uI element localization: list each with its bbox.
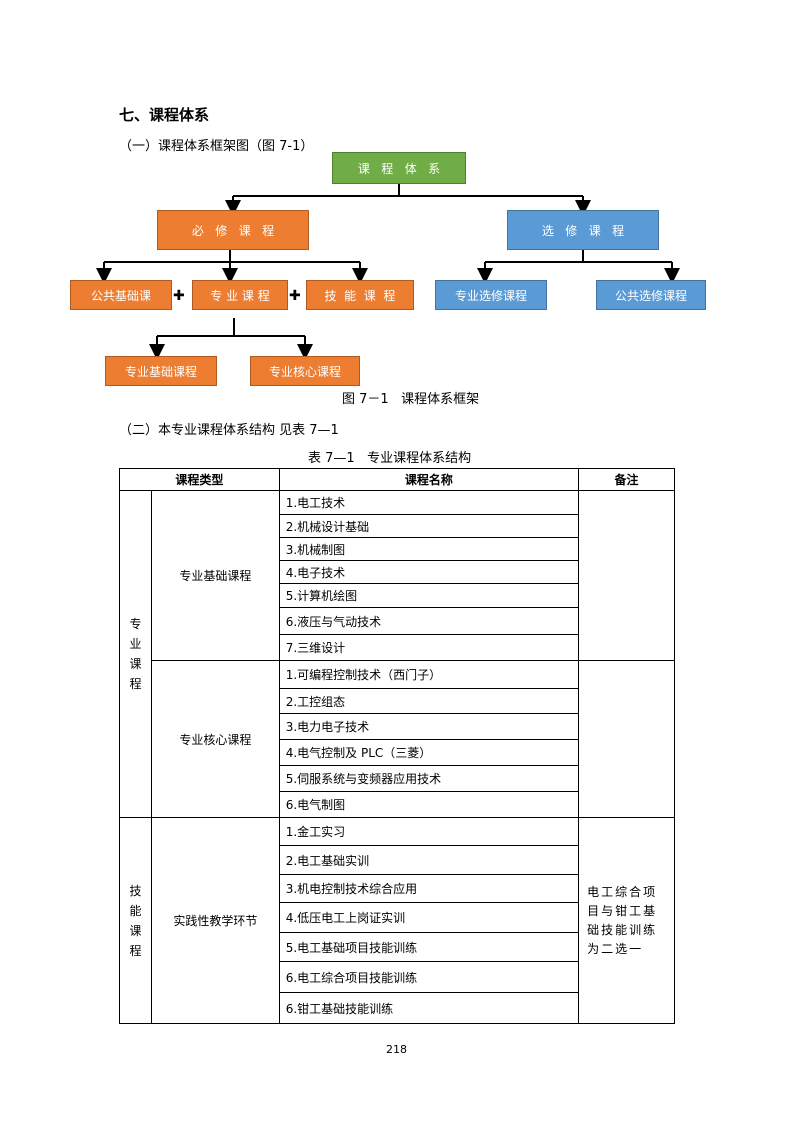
course-name: 5.伺服系统与变频器应用技术 — [278, 765, 580, 792]
table-header-row: 课程类型 课程名称 备注 — [119, 468, 675, 491]
header-remarks: 备注 — [578, 468, 675, 491]
node-public-basic: 公共基础课 — [70, 280, 172, 310]
course-name: 2.工控组态 — [278, 688, 580, 714]
node-elective-courses: 选 修 课 程 — [507, 210, 659, 250]
node-skill-courses: 技 能 课 程 — [306, 280, 414, 310]
subgroup-cell: 实践性教学环节 — [150, 817, 280, 1024]
course-name: 1.电工技术 — [278, 490, 580, 515]
node-major-courses: 专 业 课 程 — [192, 280, 288, 310]
subgroup-cell: 专业核心课程 — [150, 660, 280, 818]
table-caption: 表 7—1 专业课程体系结构 — [308, 451, 472, 466]
table-row: 7.三维设计 — [120, 634, 675, 661]
table-row: 5.伺服系统与变频器应用技术 — [120, 765, 675, 792]
course-name: 7.三维设计 — [278, 634, 580, 661]
subgroup-cell: 专业基础课程 — [150, 490, 280, 661]
category-label: 技能课程 — [129, 883, 142, 958]
course-name: 1.金工实习 — [278, 817, 580, 846]
node-major-core: 专业核心课程 — [250, 356, 360, 386]
curriculum-structure-table: 课程类型 课程名称 备注 专业课程 专业基础课程 1.电工技术 2.机械设计基础… — [119, 468, 675, 1024]
course-name: 2.电工基础实训 — [278, 845, 580, 875]
table-row: 专业核心课程 1.可编程控制技术（西门子） — [120, 660, 675, 818]
course-name: 4.低压电工上岗证实训 — [278, 902, 580, 933]
node-public-elective: 公共选修课程 — [596, 280, 706, 310]
node-required-courses: 必 修 课 程 — [157, 210, 309, 250]
course-name: 6.钳工基础技能训练 — [278, 992, 580, 1024]
header-course-name: 课程名称 — [278, 468, 580, 491]
course-name: 6.液压与气动技术 — [278, 607, 580, 635]
node-major-elective: 专业选修课程 — [435, 280, 547, 310]
course-name: 3.机械制图 — [278, 537, 580, 561]
remarks-text: 电工综合项目与钳工基础技能训练为二选一 — [587, 884, 658, 956]
figure-caption: 图 7－1 课程体系框架 — [342, 392, 480, 407]
course-name: 6.电工综合项目技能训练 — [278, 961, 580, 993]
course-name: 1.可编程控制技术（西门子） — [278, 660, 580, 689]
course-name: 4.电气控制及 PLC（三菱） — [278, 739, 580, 766]
category-cell: 专业课程 — [119, 490, 152, 818]
table-row: 技能课程 实践性教学环节 1.金工实习 电工综合项目与钳工基础技能训练为二选一 — [119, 817, 675, 1024]
remarks-cell — [578, 660, 675, 818]
table-row: 2.电工基础实训 — [120, 845, 675, 875]
table-row: 6.电气制图 — [120, 791, 675, 818]
plus-icon: ✚ — [289, 288, 301, 304]
table-row: 6.电工综合项目技能训练 — [120, 961, 675, 993]
table-row: 6.钳工基础技能训练 — [120, 992, 675, 1024]
course-name: 5.电工基础项目技能训练 — [278, 932, 580, 962]
node-course-system: 课 程 体 系 — [332, 152, 466, 184]
course-name: 3.机电控制技术综合应用 — [278, 874, 580, 903]
course-name: 6.电气制图 — [278, 791, 580, 818]
table-row: 3.电力电子技术 — [120, 713, 675, 740]
course-name: 5.计算机绘图 — [278, 583, 580, 608]
remarks-cell — [578, 490, 675, 661]
category-cell: 技能课程 — [119, 817, 152, 1024]
header-course-type: 课程类型 — [119, 468, 280, 491]
page-number: 218 — [386, 1043, 407, 1056]
table-row: 专业课程 专业基础课程 1.电工技术 — [119, 490, 675, 818]
table-row: 5.计算机绘图 — [120, 583, 675, 608]
plus-icon: ✚ — [173, 288, 185, 304]
category-label: 专业课程 — [129, 617, 142, 691]
course-name: 4.电子技术 — [278, 560, 580, 584]
remarks-cell: 电工综合项目与钳工基础技能训练为二选一 — [578, 817, 675, 1024]
node-major-basic: 专业基础课程 — [105, 356, 217, 386]
table-row: 6.液压与气动技术 — [120, 607, 675, 635]
course-name: 3.电力电子技术 — [278, 713, 580, 740]
course-name: 2.机械设计基础 — [278, 514, 580, 538]
subsection-title-framework: （一）课程体系框架图（图 7-1） — [119, 139, 314, 154]
section-title: 七、课程体系 — [119, 106, 210, 124]
subsection-title-structure: （二）本专业课程体系结构 见表 7—1 — [119, 423, 339, 438]
diagram-connectors — [96, 184, 680, 360]
